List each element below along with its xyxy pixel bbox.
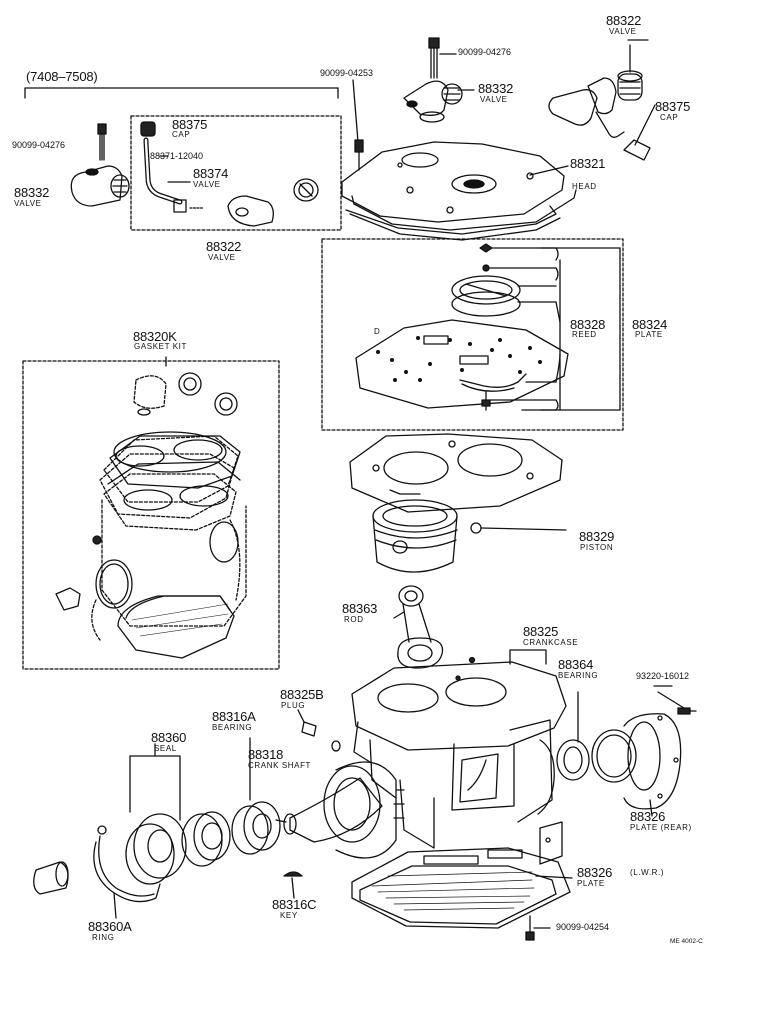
callout-88328-name: REED <box>572 330 597 339</box>
callout-88326-rear-number: 88326 <box>630 809 666 824</box>
date-range-bracket <box>24 87 339 99</box>
callout-88316c-number: 88316C <box>272 897 317 912</box>
callout-88316a-number: 88316A <box>212 709 256 724</box>
callout-88324-number: 88324 <box>632 317 668 332</box>
drawing-code: ME 4002-C <box>670 938 703 945</box>
callout-88318-number: 88318 <box>248 747 284 762</box>
date-range-label: (7408–7508) <box>26 69 98 84</box>
callout-88374-name: VALVE <box>193 180 221 189</box>
callout-88325b-name: PLUG <box>281 701 306 710</box>
callout-88363-name: ROD <box>344 615 364 624</box>
callout-88321-name: HEAD <box>572 182 597 191</box>
callout-88316c-name: KEY <box>280 911 298 920</box>
callout-88364-number: 88364 <box>558 657 594 672</box>
connecting-rod <box>393 585 444 669</box>
callout-88322-left-name: VALVE <box>208 253 236 262</box>
svg-text:D: D <box>374 327 380 336</box>
callout-90099-04254: 90099-04254 <box>556 922 610 932</box>
bearing-88316a <box>231 737 281 855</box>
callout-90099-04276-top: 90099-04276 <box>458 47 512 57</box>
callout-88332-top-name: VALVE <box>480 95 508 104</box>
callout-88328-number: 88328 <box>570 317 606 332</box>
bolt-bottom <box>525 915 551 941</box>
callout-88375-right-name: CAP <box>660 113 679 122</box>
callout-88322-top-number: 88322 <box>606 13 642 28</box>
callout-88332-left-number: 88332 <box>14 185 50 200</box>
callout-90099-04276-left: 90099-04276 <box>12 140 66 150</box>
callout-88324-name: PLATE <box>635 330 663 339</box>
cylinder-gasket <box>349 433 563 513</box>
callout-88375-left-name: CAP <box>172 130 191 139</box>
valve-kit-dashed-box <box>130 115 342 231</box>
callout-88322-top-name: VALVE <box>609 27 637 36</box>
piston <box>372 499 567 573</box>
callout-88332-left-name: VALVE <box>14 199 42 208</box>
callout-88360a-name: RING <box>92 933 115 942</box>
callout-88326-lwr-number: 88326 <box>577 865 613 880</box>
callout-93220-16012: 93220-16012 <box>636 671 690 681</box>
callout-88325-number: 88325 <box>523 624 559 639</box>
callout-88371-12040: 88371-12040 <box>150 151 204 161</box>
cap-left <box>33 861 69 895</box>
key <box>283 871 303 877</box>
callout-88329-name: PISTON <box>580 543 614 552</box>
callout-88325-name: CRANKCASE <box>523 638 579 647</box>
rear-plate <box>556 685 697 817</box>
crankcase <box>351 649 573 929</box>
callout-88320k-number: 88320K <box>133 329 177 344</box>
callout-88321-number: 88321 <box>570 156 606 171</box>
plug <box>297 709 341 752</box>
crank-shaft <box>275 761 397 859</box>
valve-assembly-top-center <box>403 37 475 123</box>
callout-88316a-name: BEARING <box>212 723 253 732</box>
callout-88360a-number: 88360A <box>88 919 132 934</box>
cylinder-head <box>341 79 577 241</box>
gasket-kit-parts <box>91 375 247 641</box>
callout-88320k-name: GASKET KIT <box>134 342 187 351</box>
valve-plate-dashed-box <box>321 238 624 431</box>
valve-plate-assembly: D <box>355 243 621 411</box>
callout-88332-top-number: 88332 <box>478 81 514 96</box>
callout-88375-left-number: 88375 <box>172 117 208 132</box>
snap-ring <box>93 825 161 919</box>
callout-88363-number: 88363 <box>342 601 378 616</box>
callout-88375-right-number: 88375 <box>655 99 691 114</box>
callout-88364-name: BEARING <box>558 671 599 680</box>
callout-88322-left-number: 88322 <box>206 239 242 254</box>
callout-88325b-number: 88325B <box>280 687 324 702</box>
valve-assembly-left <box>70 121 319 227</box>
callout-90099-04253: 90099-04253 <box>320 68 374 78</box>
valve-assembly-top-right <box>548 39 656 161</box>
callout-88360-number: 88360 <box>151 730 187 745</box>
callout-88326-rear-name: PLATE (REAR) <box>630 823 692 832</box>
callout-88329-number: 88329 <box>579 529 615 544</box>
gasket-kit-solid-parts <box>55 356 241 659</box>
gasket-kit-dashed-box <box>22 360 280 670</box>
callout-88360-name: SEAL <box>154 744 177 753</box>
seal-88360 <box>125 743 231 885</box>
callout-88374-number: 88374 <box>193 166 229 181</box>
callout-88318-name: CRANK SHAFT <box>248 761 312 770</box>
callout-88326-lwr-name: PLATE <box>577 879 605 888</box>
callout-88326-lwr-suffix: (L.W.R.) <box>630 868 665 877</box>
